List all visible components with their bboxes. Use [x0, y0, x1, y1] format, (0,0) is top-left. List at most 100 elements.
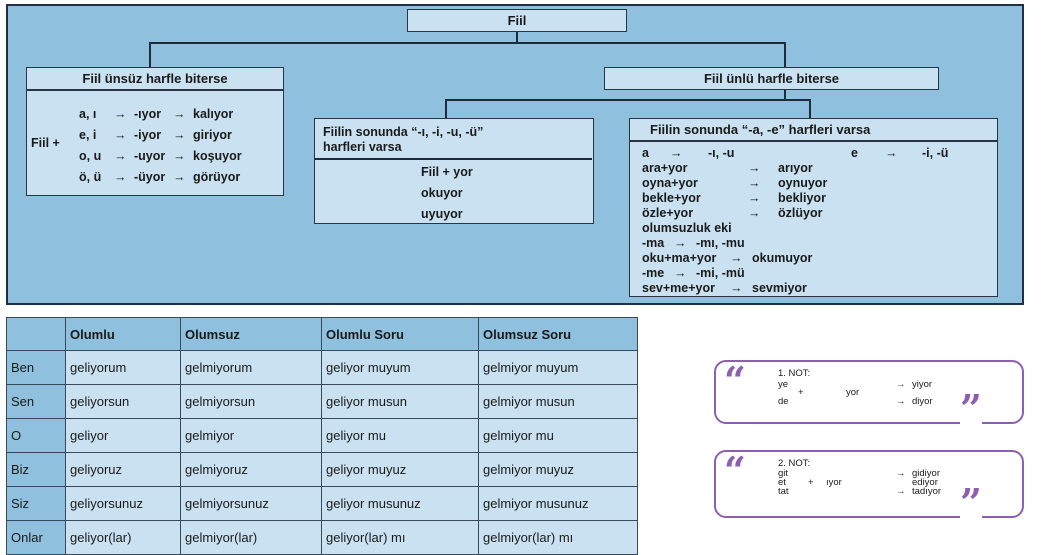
note-plus: + — [798, 387, 804, 398]
note-plus: + — [808, 477, 814, 488]
header-cell — [6, 317, 66, 351]
close-quote-icon: ” — [960, 480, 982, 525]
suffix-2: -uyor — [134, 149, 166, 163]
arrow-icon: → — [114, 107, 127, 121]
arrow-icon: → — [173, 128, 186, 142]
table-header-row: Olumlu Olumsuz Olumlu Soru Olumsuz Soru — [6, 317, 638, 351]
table-cell: geliyor(lar) mı — [321, 520, 479, 555]
pair-left: ara+yor — [642, 161, 688, 175]
table-row: O geliyor gelmiyor geliyor mu gelmiyor m… — [6, 418, 638, 453]
arrow-icon: → — [173, 170, 186, 184]
neg-right: -mi, -mü — [696, 266, 745, 280]
suffix-1: -iyor — [134, 128, 162, 142]
conjugation-table: Olumlu Olumsuz Olumlu Soru Olumsuz Soru … — [6, 317, 638, 555]
negation-title: olumsuzluk eki — [642, 221, 732, 235]
neg-left: sev+me+yor — [642, 281, 715, 295]
table-cell: geliyor musunuz — [321, 486, 479, 521]
open-quote-icon: “ — [724, 448, 746, 493]
connector — [445, 99, 811, 101]
table-cell: gelmiyor mu — [478, 418, 638, 453]
connector — [149, 42, 151, 67]
row-label: O — [6, 418, 66, 453]
table-row: Biz geliyoruz gelmiyoruz geliyor muyuz g… — [6, 452, 638, 487]
example-line: okuyor — [421, 186, 463, 200]
root-node: Fiil — [407, 9, 627, 32]
pair-left: bekle+yor — [642, 191, 701, 205]
table-cell: gelmiyor — [180, 418, 322, 453]
arrow-icon: → — [896, 379, 906, 390]
row-label: Onlar — [6, 520, 66, 555]
verb-tree-diagram: Fiil Fiil ünsüz harfle biterse Fiil + a,… — [6, 4, 1024, 305]
fiil-prefix: Fiil + — [31, 136, 60, 150]
arrow-icon: → — [896, 396, 906, 407]
high-vowel-box: Fiilin sonunda “-ı, -i, -u, -ü” harfleri… — [314, 118, 594, 224]
table-cell: geliyor muyuz — [321, 452, 479, 487]
note-word: de — [778, 396, 789, 407]
table-row: Sen geliyorsun gelmiyorsun geliyor musun… — [6, 384, 638, 419]
table-cell: gelmiyor musun — [478, 384, 638, 419]
neg-right: sevmiyor — [752, 281, 807, 295]
table-row: Siz geliyorsunuz gelmiyorsunuz geliyor m… — [6, 486, 638, 521]
neg-left: oku+ma+yor — [642, 251, 717, 265]
high-vowel-title-2: harfleri varsa — [323, 140, 402, 154]
note-suffix: ıyor — [826, 477, 842, 488]
header-cell: Olumlu Soru — [321, 317, 479, 351]
arrow-icon: → — [173, 107, 186, 121]
table-cell: geliyor mu — [321, 418, 479, 453]
note-result: gidiyor — [912, 468, 940, 479]
arrow-icon: → — [173, 149, 186, 163]
neg-left: -me — [642, 266, 665, 280]
vowel-0: a, ı — [79, 107, 97, 121]
divider — [315, 158, 592, 160]
arrow-icon: → — [896, 468, 906, 479]
example-3: görüyor — [193, 170, 241, 184]
connector — [516, 32, 518, 43]
consonant-ending-title: Fiil ünsüz harfle biterse — [26, 67, 284, 90]
connector — [784, 90, 786, 100]
table-cell: gelmiyorsunuz — [180, 486, 322, 521]
consonant-ending-box: Fiil + a, ı → -ıyor → kalıyor e, i → -iy… — [26, 90, 284, 196]
low-vowel-title: Fiilin sonunda “-a, -e” harfleri varsa — [629, 118, 998, 141]
note-title: 1. NOT: — [778, 368, 811, 379]
pair-right: bekliyor — [778, 191, 826, 205]
arrow-icon: → — [674, 266, 687, 280]
table-cell: gelmiyoruz — [180, 452, 322, 487]
suffix-0: -ıyor — [134, 107, 162, 121]
table-cell: gelmiyorsun — [180, 384, 322, 419]
row-label: Sen — [6, 384, 66, 419]
table-cell: gelmiyor musunuz — [478, 486, 638, 521]
note-word: ye — [778, 379, 789, 390]
neg-left: -ma — [642, 236, 665, 250]
note-word: git — [778, 468, 789, 479]
arrow-icon: → — [114, 170, 127, 184]
note-title: 2. NOT: — [778, 458, 811, 469]
note-card-2: “ 2. NOT: git et + ıyor tat → gidiyor ed… — [714, 448, 1024, 525]
arrow-icon: → — [748, 191, 761, 205]
row-label: Siz — [6, 486, 66, 521]
example-0: kalıyor — [193, 107, 234, 121]
arrow-icon: → — [748, 176, 761, 190]
table-cell: geliyor(lar) — [65, 520, 181, 555]
example-2: koşuyor — [193, 149, 242, 163]
low-vowel-box: a → -ı, -u e → -i, -ü ara+yor → arıyor o… — [629, 141, 998, 297]
table-cell: geliyorum — [65, 350, 181, 385]
note-result: tadıyor — [912, 486, 942, 497]
neg-right: -mı, -mu — [696, 236, 745, 250]
vowel-ending-title: Fiil ünlü harfle biterse — [604, 67, 939, 90]
table-cell: gelmiyor(lar) mı — [478, 520, 638, 555]
high-vowel-title-1: Fiilin sonunda “-ı, -i, -u, -ü” — [323, 125, 484, 139]
arrow-icon: → — [748, 161, 761, 175]
arrow-icon: → — [730, 281, 743, 295]
rule-e-result: -i, -ü — [922, 146, 949, 160]
table-cell: gelmiyor(lar) — [180, 520, 322, 555]
header-cell: Olumsuz — [180, 317, 322, 351]
example-line: uyuyor — [421, 207, 463, 221]
vowel-1: e, i — [79, 128, 97, 142]
pair-right: oynuyor — [778, 176, 828, 190]
arrow-icon: → — [730, 251, 743, 265]
table-cell: gelmiyorum — [180, 350, 322, 385]
vowel-3: ö, ü — [79, 170, 102, 184]
table-cell: geliyorsunuz — [65, 486, 181, 521]
table-cell: geliyor muyum — [321, 350, 479, 385]
pair-left: oyna+yor — [642, 176, 698, 190]
